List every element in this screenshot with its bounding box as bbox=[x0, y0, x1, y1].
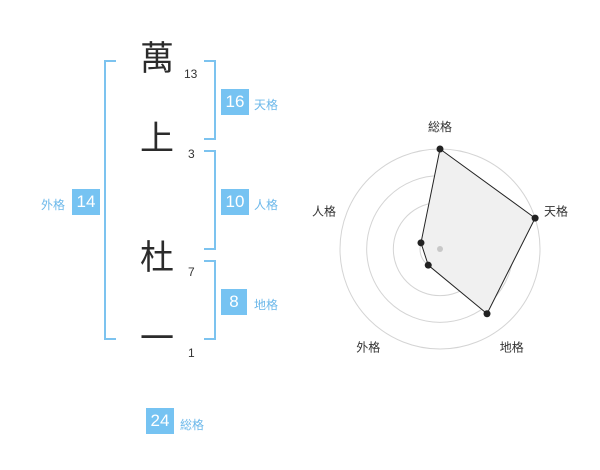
stroke-count-2: 3 bbox=[188, 147, 195, 161]
stroke-count-1: 13 bbox=[184, 67, 198, 81]
gaikaku-badge: 14 bbox=[72, 189, 100, 215]
name-char-3: 杜 bbox=[140, 238, 174, 278]
radar-center bbox=[437, 246, 443, 252]
radar-point-1 bbox=[436, 145, 444, 153]
soukaku-badge: 24 bbox=[146, 408, 174, 434]
tenkaku-bracket bbox=[204, 60, 216, 140]
gaikaku-bracket bbox=[104, 60, 116, 340]
stroke-count-3: 7 bbox=[188, 265, 195, 279]
gaikaku-label: 外格 bbox=[41, 198, 66, 212]
radar-point-5 bbox=[417, 239, 425, 247]
radar-ring-4 bbox=[339, 148, 541, 350]
radar-ring-1 bbox=[419, 228, 461, 270]
name-char-1: 萬 bbox=[140, 39, 174, 79]
radar-axis-label-4: 外格 bbox=[356, 340, 380, 355]
chikaku-label: 地格 bbox=[254, 298, 279, 312]
jinkaku-badge: 10 bbox=[221, 189, 249, 215]
radar-point-4 bbox=[424, 261, 432, 269]
chikaku-badge: 8 bbox=[221, 289, 247, 315]
tenkaku-badge: 16 bbox=[221, 89, 249, 115]
radar-ring-2 bbox=[392, 201, 488, 297]
name-char-4: 一 bbox=[140, 319, 174, 359]
name-char-2: 上 bbox=[140, 119, 174, 159]
jinkaku-label: 人格 bbox=[254, 198, 279, 212]
radar-ring-3 bbox=[366, 175, 514, 323]
soukaku-label: 総格 bbox=[180, 418, 205, 432]
tenkaku-label: 天格 bbox=[254, 98, 279, 112]
radar-point-3 bbox=[483, 310, 491, 318]
radar-axis-label-1: 総格 bbox=[428, 119, 452, 134]
radar-axis-label-2: 天格 bbox=[544, 203, 568, 218]
jinkaku-bracket bbox=[204, 150, 216, 250]
radar-area bbox=[420, 148, 536, 315]
radar-axis-label-5: 人格 bbox=[312, 203, 336, 218]
radar-grid bbox=[339, 148, 541, 350]
stroke-count-4: 1 bbox=[188, 346, 195, 360]
chikaku-bracket bbox=[204, 260, 216, 340]
radar-point-2 bbox=[531, 214, 539, 222]
radar-axis-label-3: 地格 bbox=[500, 340, 524, 355]
